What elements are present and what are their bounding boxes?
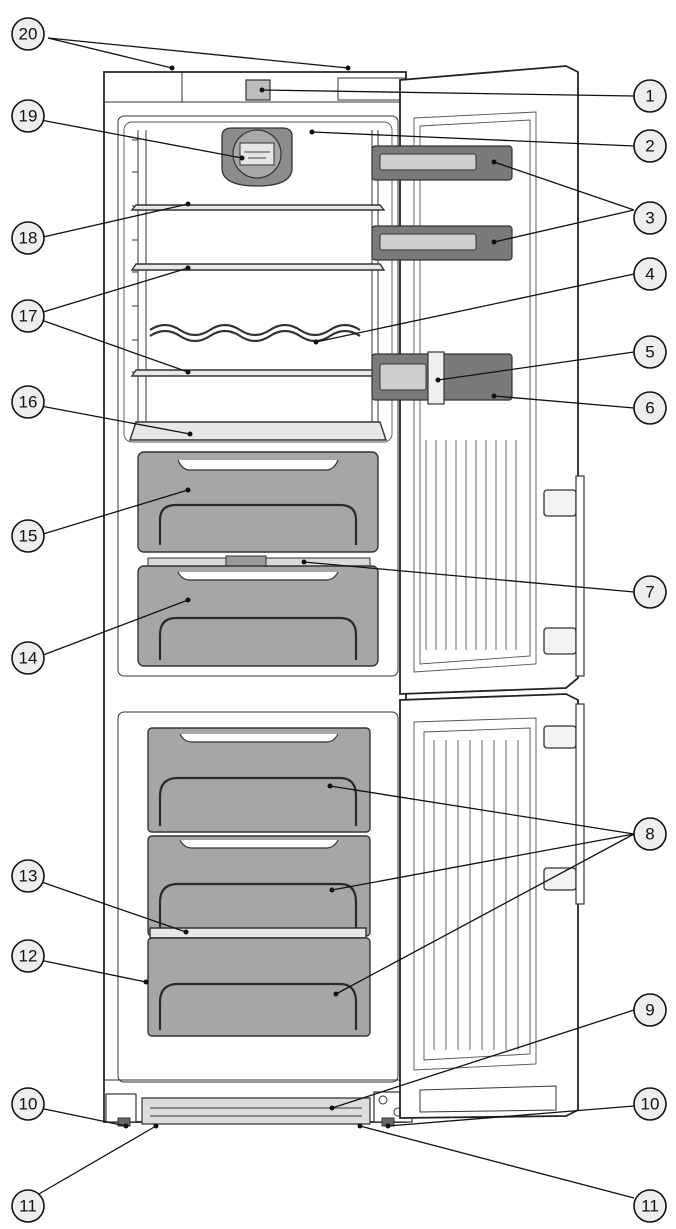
callout-10-left-number: 10 — [19, 1095, 38, 1114]
callout-5-number: 5 — [645, 343, 654, 362]
callout-11-right-number: 11 — [641, 1197, 659, 1216]
callout-2: 2 — [633, 129, 667, 163]
glass-shelf-top — [130, 204, 386, 211]
callout-18: 18 — [11, 221, 45, 255]
freezer-door-handles — [543, 703, 585, 905]
freezer-drawer-1 — [147, 727, 371, 833]
callout-14-number: 14 — [19, 649, 38, 668]
callout-3-number: 3 — [645, 209, 654, 228]
bottle-rack — [149, 323, 361, 343]
callout-17: 17 — [11, 299, 45, 333]
callout-10-right: 10 — [633, 1087, 667, 1121]
freezer-drawer-2 — [147, 835, 371, 937]
glass-shelves — [130, 204, 386, 377]
callout-11-left: 11 — [11, 1189, 45, 1223]
callout-8: 8 — [633, 817, 667, 851]
callout-4-number: 4 — [645, 265, 654, 284]
freezer-door — [399, 693, 585, 1119]
crisper-cover — [129, 421, 387, 441]
callout-15-number: 15 — [19, 527, 38, 546]
callout-13: 13 — [11, 859, 45, 893]
callout-7-number: 7 — [645, 583, 654, 602]
freezer-glass-plate — [149, 927, 367, 939]
adjustable-foot-left — [105, 1093, 137, 1127]
callout-1-number: 1 — [645, 87, 654, 106]
bottle-holder — [427, 351, 445, 405]
callout-16: 16 — [11, 385, 45, 419]
freezer-drawer-3 — [147, 937, 371, 1037]
callout-4: 4 — [633, 257, 667, 291]
appliance-body — [103, 71, 413, 1127]
callout-8-number: 8 — [645, 825, 654, 844]
callout-10-left: 10 — [11, 1087, 45, 1121]
callout-16-number: 16 — [19, 393, 38, 412]
callout-5: 5 — [633, 335, 667, 369]
fan-module — [221, 127, 293, 187]
door-bin-1 — [371, 145, 513, 181]
drawer-upper — [137, 451, 379, 553]
glass-shelf-2 — [130, 263, 386, 271]
glass-shelf-3 — [130, 369, 386, 377]
callout-12-number: 12 — [19, 947, 38, 966]
callout-18-number: 18 — [19, 229, 38, 248]
callout-11-right: 11 — [633, 1189, 667, 1223]
callout-9-number: 9 — [645, 1001, 654, 1020]
callout-11-left-number: 11 — [19, 1197, 37, 1216]
callout-12: 12 — [11, 939, 45, 973]
door-bin-2 — [371, 225, 513, 261]
callout-1: 1 — [633, 79, 667, 113]
callout-10-right-number: 10 — [641, 1095, 660, 1114]
water-tray — [141, 1097, 371, 1125]
callout-3: 3 — [633, 201, 667, 235]
callout-20: 20 — [11, 17, 45, 51]
callout-20-number: 20 — [19, 25, 38, 44]
callout-13-number: 13 — [19, 867, 38, 886]
door-liner-ribs — [425, 440, 517, 650]
callout-19: 19 — [11, 99, 45, 133]
bottle-shelf — [371, 351, 513, 405]
drawer-lower — [137, 565, 379, 667]
callout-6: 6 — [633, 391, 667, 425]
callout-14: 14 — [11, 641, 45, 675]
callout-9: 9 — [633, 993, 667, 1027]
fridge-door-handles — [543, 475, 585, 677]
callout-7: 7 — [633, 575, 667, 609]
fridge-door — [371, 65, 585, 695]
callout-15: 15 — [11, 519, 45, 553]
callout-19-number: 19 — [19, 107, 38, 126]
callout-6-number: 6 — [645, 399, 654, 418]
callout-17-number: 17 — [19, 307, 38, 326]
callout-2-number: 2 — [645, 137, 654, 156]
leader-lines — [29, 37, 635, 1199]
freezer-compartment — [117, 711, 399, 1083]
